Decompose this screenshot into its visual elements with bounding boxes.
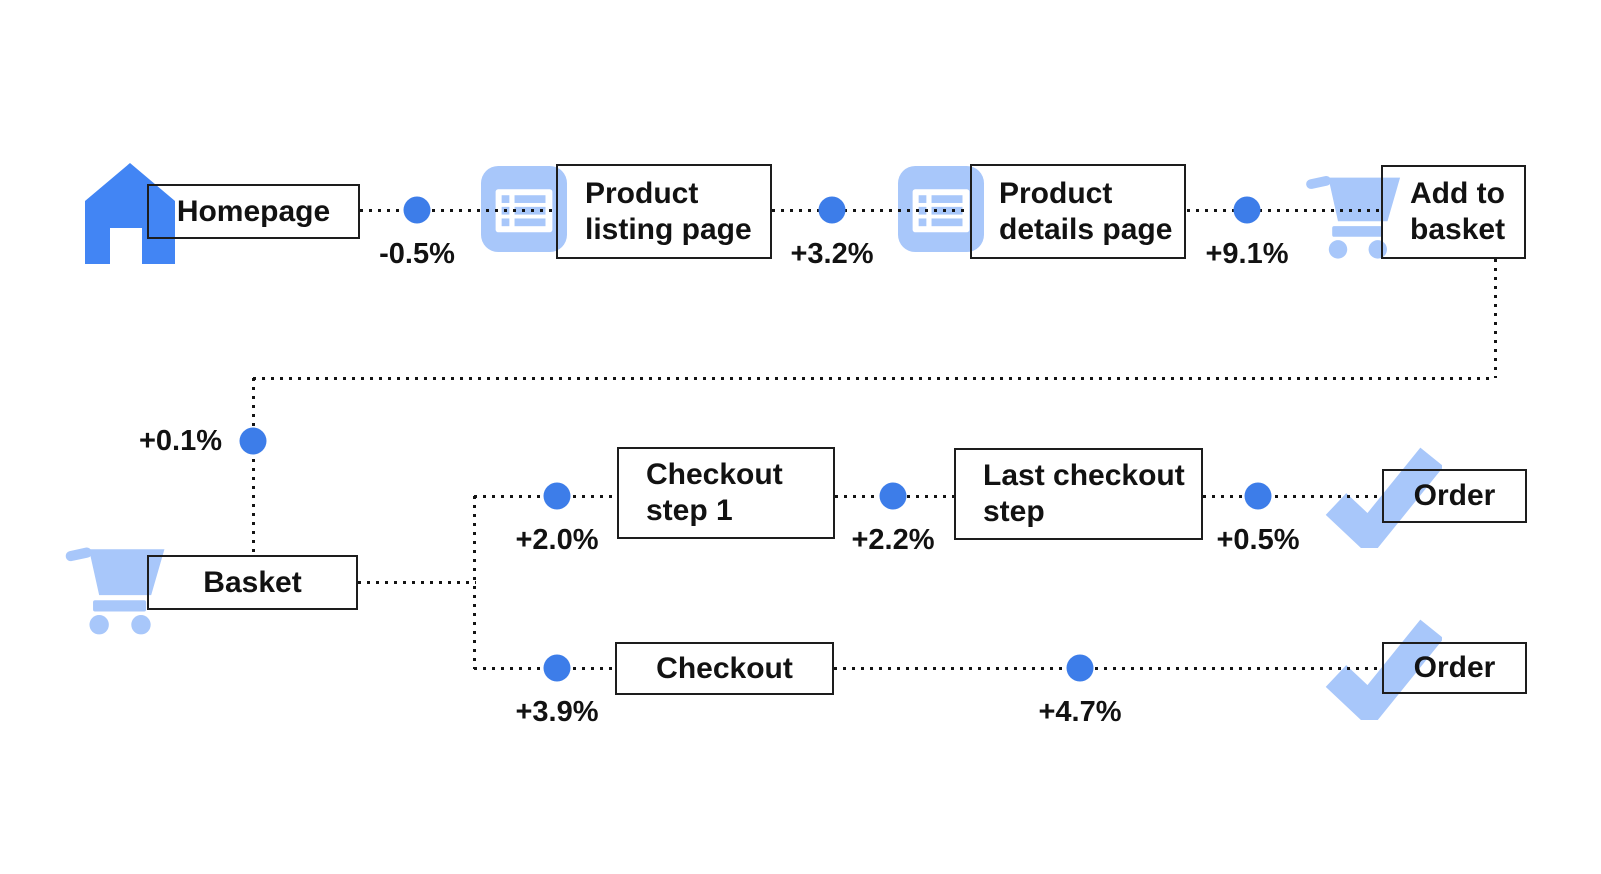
node-basket: Basket <box>147 555 358 610</box>
transition-dot <box>879 482 907 510</box>
shopping-cart-icon <box>63 536 170 638</box>
node-order-top-label: Order <box>1413 479 1496 512</box>
node-product-listing-page: Product listing page <box>556 164 772 259</box>
edge-down-to-basket <box>251 378 255 555</box>
node-checkout-label: Checkout <box>656 651 793 685</box>
checkmark-icon <box>1320 446 1442 548</box>
edge-add-to-basket-down <box>1493 259 1497 378</box>
transition-dot <box>1066 654 1094 682</box>
node-add-to-basket-label-line1: Add to <box>1410 177 1505 210</box>
node-basket-label: Basket <box>203 565 302 599</box>
node-add-to-basket: Add to basket <box>1381 165 1526 259</box>
node-order-top: Order <box>1382 469 1527 523</box>
node-order-bottom-label: Order <box>1413 651 1496 684</box>
node-checkout-step-1-label-line1: Checkout <box>646 458 783 491</box>
edge-details-to-add-to-basket <box>1187 208 1381 212</box>
transition-pct-add-to-basket-to-basket: +0.1% <box>138 425 222 457</box>
edge-basket-to-branch <box>358 580 476 584</box>
node-order-bottom: Order <box>1382 642 1527 694</box>
transition-dot <box>543 654 571 682</box>
node-add-to-basket-label-line2: basket <box>1410 213 1506 246</box>
node-homepage: Homepage <box>147 184 360 239</box>
edge-checkout-to-order <box>834 666 1382 670</box>
node-product-listing-label-line1: Product <box>585 176 699 210</box>
edge-homepage-to-listing <box>360 208 556 212</box>
node-checkout: Checkout <box>615 642 834 695</box>
node-last-checkout-step-label-line1: Last checkout <box>983 459 1185 492</box>
edge-listing-to-details <box>772 208 970 212</box>
node-product-details-page: Product details page <box>970 164 1186 259</box>
node-last-checkout-step-label-line2: step <box>983 495 1045 528</box>
node-product-listing-label-line2: listing page <box>585 212 752 246</box>
transition-pct-checkout-to-order: +4.7% <box>1038 696 1122 728</box>
transition-pct-details-to-add-to-basket: +9.1% <box>1205 238 1289 270</box>
transition-pct-basket-to-checkout-step-1: +2.0% <box>515 524 599 556</box>
transition-pct-checkout-step-1-to-last-step: +2.2% <box>851 524 935 556</box>
edge-add-to-basket-across <box>253 376 1495 380</box>
node-product-details-label-line1: Product <box>999 176 1113 210</box>
transition-dot <box>1233 196 1261 224</box>
node-checkout-step-1-label-line2: step 1 <box>646 494 733 527</box>
checkmark-icon <box>1320 618 1442 720</box>
node-last-checkout-step: Last checkout step <box>954 448 1203 540</box>
transition-pct-homepage-to-listing: -0.5% <box>379 238 455 270</box>
transition-pct-last-step-to-order: +0.5% <box>1216 524 1300 556</box>
transition-dot <box>1244 482 1272 510</box>
node-checkout-step-1: Checkout step 1 <box>617 447 835 539</box>
transition-pct-listing-to-details: +3.2% <box>790 238 874 270</box>
transition-dot <box>543 482 571 510</box>
transition-dot <box>403 196 431 224</box>
transition-pct-basket-to-checkout: +3.9% <box>515 696 599 728</box>
transition-dot <box>239 427 267 455</box>
node-product-details-label-line2: details page <box>999 212 1173 246</box>
transition-dot <box>818 196 846 224</box>
edge-last-step-to-order <box>1203 494 1382 498</box>
edge-branch-vertical <box>472 496 476 669</box>
node-homepage-label: Homepage <box>176 194 331 228</box>
